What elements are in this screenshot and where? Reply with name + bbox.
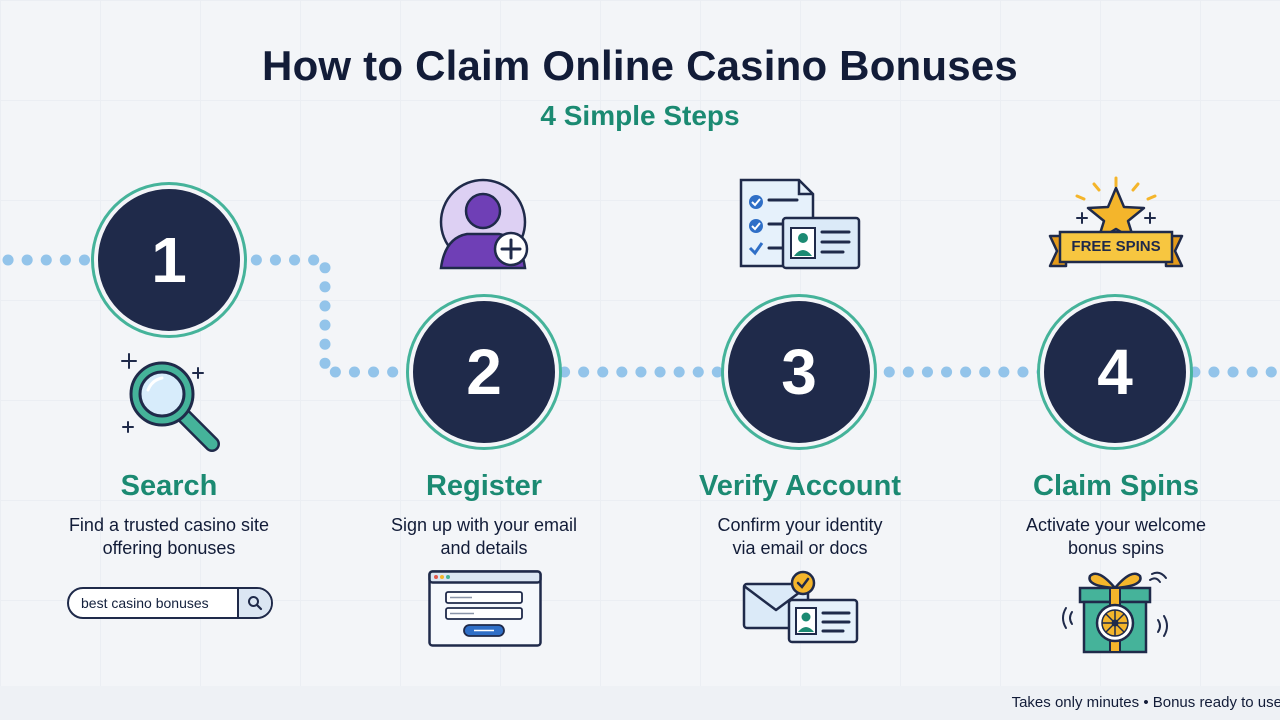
signup-form-icon	[428, 570, 542, 647]
search-icon	[237, 589, 271, 617]
email-verified-icon	[742, 570, 859, 644]
page-title: How to Claim Online Casino Bonuses	[262, 42, 1018, 89]
search-bar-illustration: best casino bonuses	[67, 587, 273, 619]
step-2-title: Register	[425, 470, 543, 502]
step-3-title: Verify Account	[699, 470, 901, 502]
step-1-description: Find a trusted casino site offering bonu…	[68, 515, 270, 558]
step-4-title: Claim Spins	[1033, 470, 1199, 502]
page-subtitle: 4 Simple Steps	[540, 100, 740, 131]
user-add-icon	[439, 178, 529, 270]
id-document-icon	[739, 178, 861, 270]
step-2-description: Sign up with your email and details	[390, 515, 578, 558]
free-spins-label: FREE SPINS	[1071, 238, 1161, 255]
step-4-badge: 4	[1040, 297, 1190, 447]
gift-wheel-icon	[1062, 571, 1168, 654]
step-4-description: Activate your welcome bonus spins	[1025, 515, 1207, 558]
step-2-badge: 2	[409, 297, 559, 447]
step-3-description: Confirm your identity via email or docs	[717, 515, 883, 558]
footer-strip	[0, 686, 1280, 720]
magnifier-icon	[121, 353, 220, 452]
star-ribbon-icon: FREE SPINS	[1046, 176, 1186, 272]
footer-note: Takes only minutes • Bonus ready to use	[1011, 694, 1280, 711]
step-1-title: Search	[120, 470, 218, 502]
step-1-badge: 1	[94, 185, 244, 335]
search-text: best casino bonuses	[81, 595, 209, 611]
step-3-badge: 3	[724, 297, 874, 447]
